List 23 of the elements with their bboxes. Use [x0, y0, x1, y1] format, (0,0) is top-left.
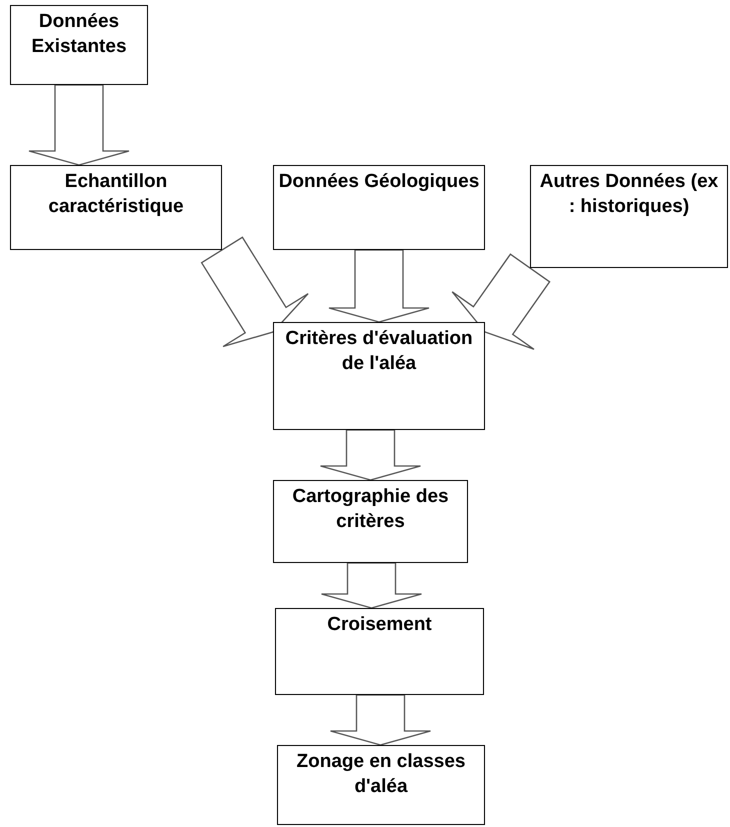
box-label: Critères d'évaluation de l'aléa — [284, 327, 474, 376]
process-box — [277, 745, 485, 825]
process-box — [275, 608, 484, 695]
process-box — [273, 480, 468, 563]
process-box — [273, 165, 485, 250]
process-box — [10, 165, 222, 250]
box-label: Autres Données (ex : historiques) — [538, 170, 720, 219]
box-label: Données Géologiques — [278, 170, 480, 194]
box-label: Données Existantes — [30, 10, 128, 59]
box-label: Echantillon caractéristique — [47, 170, 185, 219]
process-box — [273, 322, 485, 430]
block-arrow — [330, 694, 432, 746]
process-box — [530, 165, 728, 268]
process-box — [10, 5, 148, 85]
block-arrow — [328, 249, 430, 323]
block-arrow — [452, 253, 550, 350]
block-arrow — [320, 562, 422, 609]
block-arrow — [200, 236, 309, 348]
box-label: Croisement — [327, 613, 432, 637]
block-arrow — [28, 84, 130, 166]
block-arrow — [320, 429, 422, 481]
box-label: Zonage en classes d'aléa — [296, 750, 466, 799]
box-label: Cartographie des critères — [291, 485, 450, 534]
